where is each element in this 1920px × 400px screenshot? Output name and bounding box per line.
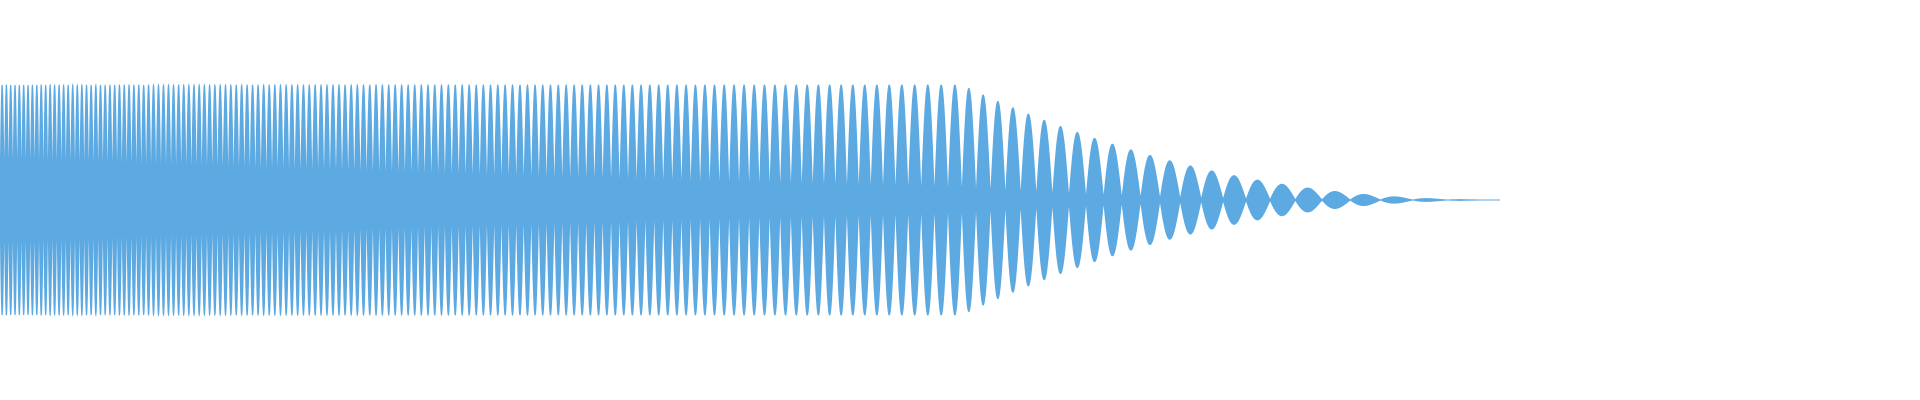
waveform-plot: [0, 83, 1500, 317]
waveform-chart: [0, 83, 1500, 317]
